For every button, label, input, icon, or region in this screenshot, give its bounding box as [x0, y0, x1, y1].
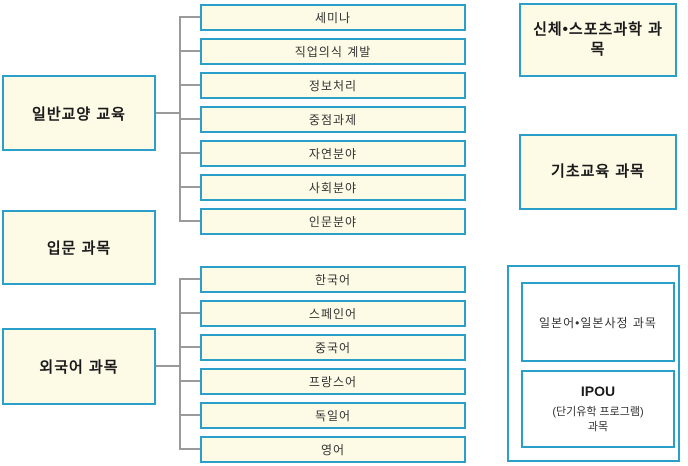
connector-line [156, 365, 180, 367]
connector-line [181, 380, 200, 382]
connector-line [181, 312, 200, 314]
connector-line [181, 220, 200, 222]
box-ipou-program: IPOU (단기유학 프로그램) 과목 [521, 370, 675, 448]
item-box-spanish: 스페인어 [200, 300, 466, 327]
connector-line [181, 278, 200, 280]
item-box-info-processing: 정보처리 [200, 72, 466, 99]
ipou-subtitle-line2: 과목 [587, 421, 609, 433]
category-box-physical-sports-science: 신체•스포츠과학 과목 [519, 3, 677, 77]
category-box-basic-education: 기초교육 과목 [519, 134, 677, 210]
category-box-foreign-language-subjects: 외국어 과목 [2, 328, 156, 405]
ipou-title: IPOU [580, 382, 616, 399]
item-box-english: 영어 [200, 436, 466, 463]
item-box-social-field: 사회분야 [200, 174, 466, 201]
item-box-vocational-mindset: 직업의식 계발 [200, 38, 466, 65]
connector-line [156, 112, 180, 114]
connector-line [181, 448, 200, 450]
special-programs-container: 일본어•일본사정 과목 IPOU (단기유학 프로그램) 과목 [507, 265, 680, 462]
box-japanese-language-affairs: 일본어•일본사정 과목 [521, 282, 675, 362]
connector-line [181, 118, 200, 120]
ipou-subtitle-line1: (단기유학 프로그램) [552, 405, 644, 418]
item-box-chinese: 중국어 [200, 334, 466, 361]
connector-line [181, 152, 200, 154]
item-box-german: 독일어 [200, 402, 466, 429]
item-box-humanities-field: 인문분야 [200, 208, 466, 235]
connector-line [181, 414, 200, 416]
japanese-language-affairs-label: 일본어•일본사정 과목 [539, 315, 657, 330]
item-box-french: 프랑스어 [200, 368, 466, 395]
connector-line [179, 16, 181, 222]
item-box-seminar: 세미나 [200, 4, 466, 31]
category-box-introductory-subjects: 입문 과목 [2, 210, 156, 285]
connector-line [179, 278, 181, 450]
connector-line [181, 346, 200, 348]
connector-line [181, 186, 200, 188]
item-box-korean: 한국어 [200, 266, 466, 293]
item-box-natural-field: 자연분야 [200, 140, 466, 167]
connector-line [181, 50, 200, 52]
item-box-key-topics: 중점과제 [200, 106, 466, 133]
connector-line [181, 16, 200, 18]
connector-line [181, 84, 200, 86]
category-box-general-education: 일반교양 교육 [2, 75, 156, 151]
